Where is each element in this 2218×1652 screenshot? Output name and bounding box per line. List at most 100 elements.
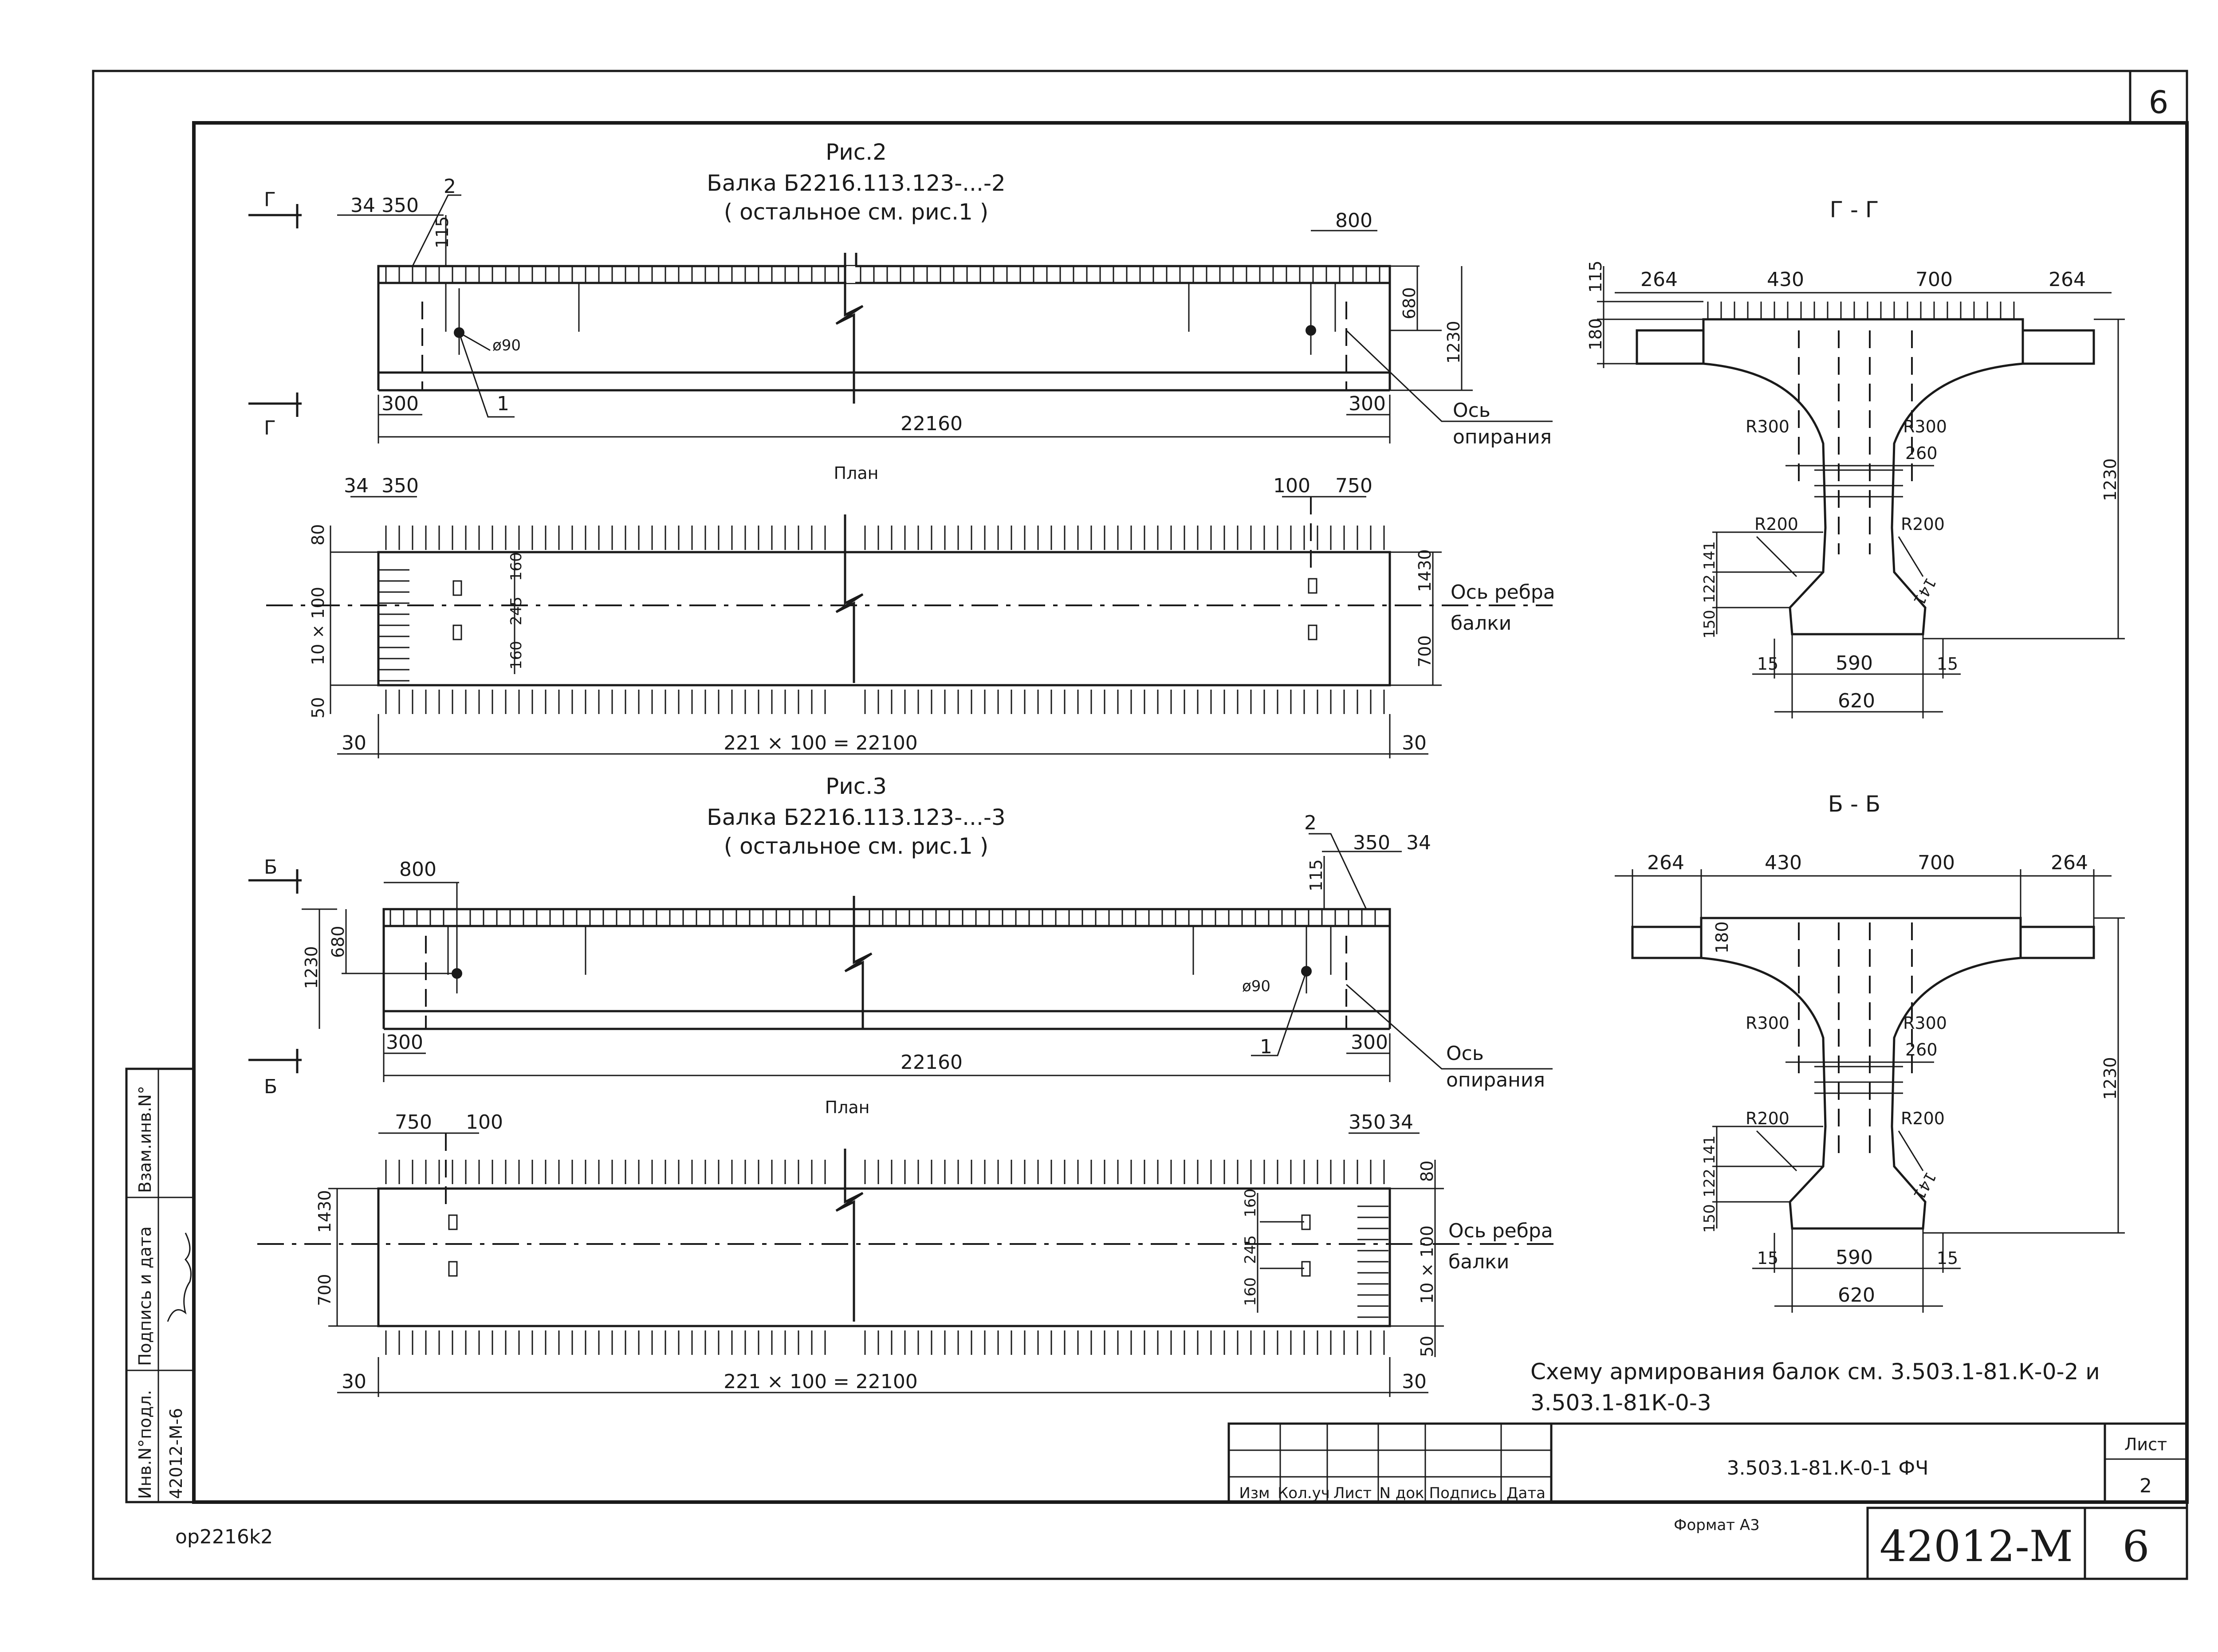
- plan2-hole-3: [1308, 578, 1317, 594]
- secbb-outline: [1700, 917, 2022, 1230]
- fig2-elevation: Рис.2 Балка Б2216.113.123-...-2 ( осталь…: [248, 139, 1553, 448]
- plan3-d34: 34: [1388, 1111, 1413, 1134]
- plan2-axis-l1: Ось ребра: [1451, 581, 1555, 604]
- plan2-d50: 50: [308, 697, 328, 718]
- plan2-d700: 700: [1415, 635, 1435, 667]
- corner-box: [2129, 70, 2188, 124]
- plan2-d30l: 30: [342, 732, 366, 754]
- fig2-d1230: 1230: [1444, 321, 1463, 364]
- plan2-d750: 750: [1335, 475, 1372, 497]
- plan3-d100: 100: [466, 1111, 503, 1134]
- secgg-w264l: 264: [1640, 268, 1678, 291]
- secbb-w620: 620: [1838, 1284, 1875, 1307]
- fig3-secmark-bottom: Б: [264, 1075, 277, 1098]
- plan3-d350: 350: [1349, 1111, 1386, 1134]
- fig3-d1230: 1230: [302, 946, 321, 989]
- plan2-top-studs: [385, 526, 1385, 550]
- plan3-d30r: 30: [1402, 1370, 1427, 1393]
- format-label: Формат А3: [1674, 1516, 1760, 1534]
- secgg-w264r: 264: [2049, 268, 2086, 291]
- big-code: 42012-М: [1880, 1522, 2073, 1571]
- fig3-d680: 680: [328, 926, 348, 958]
- secbb-h1230: 1230: [2100, 1057, 2120, 1100]
- plan2-d80: 80: [308, 524, 328, 545]
- fig3-axis-l2: опирания: [1446, 1069, 1545, 1091]
- plan3-d700: 700: [315, 1274, 334, 1306]
- sheet-label: Лист: [2124, 1435, 2167, 1454]
- replace-label: Взам.инв.N°: [135, 1086, 155, 1193]
- secbb-r200l: R200: [1746, 1109, 1789, 1128]
- fig2-title: Рис.2: [826, 139, 887, 165]
- fig3-d300r: 300: [1351, 1031, 1388, 1054]
- plan3-axis-l2: балки: [1448, 1251, 1509, 1273]
- secbb-w15r: 15: [1937, 1248, 1958, 1268]
- secbb-w15l: 15: [1757, 1248, 1778, 1268]
- inner-frame: [192, 121, 2189, 1504]
- plan2-bottom-studs: [385, 690, 1385, 714]
- section-bb: Б - Б 264 430 700 264 180 1230 R300 R300…: [1615, 791, 2125, 1313]
- secbb-h150: 150: [1701, 1204, 1719, 1233]
- plan3-d10x100: 10 × 100: [1417, 1225, 1437, 1304]
- fig2-d300l: 300: [381, 392, 419, 415]
- plan3-top-studs: [385, 1160, 1385, 1184]
- plan2-title: План: [834, 463, 879, 483]
- fig2-d115: 115: [433, 216, 452, 248]
- secgg-r300l: R300: [1746, 417, 1789, 436]
- plan3-d750: 750: [395, 1111, 432, 1134]
- fig2-d300r: 300: [1349, 392, 1386, 415]
- fig3-note: ( остальное см. рис.1 ): [724, 833, 988, 859]
- fig2-secmark-bottom: Г: [264, 417, 276, 439]
- big-sheet: 6: [2122, 1522, 2149, 1571]
- secgg-h115: 115: [1586, 260, 1605, 293]
- inv-value: 42012-М-6: [166, 1408, 186, 1499]
- fig2-d34: 34: [350, 194, 375, 217]
- fig2-hole-dia: ø90: [492, 337, 521, 354]
- col-list: Лист: [1333, 1484, 1372, 1502]
- fig3-subtitle: Балка Б2216.113.123-...-3: [707, 804, 1005, 830]
- plan2-d160b: 160: [507, 641, 525, 670]
- secgg-h150: 150: [1701, 610, 1719, 639]
- col-izm: Изм: [1239, 1484, 1270, 1502]
- fig3-d350: 350: [1353, 832, 1390, 854]
- secbb-h122: 122: [1701, 1169, 1719, 1197]
- plan3-d50: 50: [1417, 1336, 1437, 1357]
- fig2-d350: 350: [381, 194, 419, 217]
- fig3-title: Рис.3: [826, 773, 887, 799]
- plan3-span: 221 × 100 = 22100: [724, 1370, 918, 1393]
- secbb-h141: 141: [1701, 1135, 1719, 1164]
- secbb-w260: 260: [1905, 1040, 1938, 1059]
- fig3-secmark-top: Б: [264, 856, 277, 879]
- plan3-axis-l1: Ось ребра: [1448, 1220, 1553, 1242]
- fig2-pos2: 2: [444, 175, 456, 198]
- col-koluch: Кол.уч: [1278, 1484, 1330, 1502]
- outer-frame: [92, 70, 2188, 1580]
- sheet-number: 2: [2139, 1475, 2152, 1497]
- secbb-r300r: R300: [1903, 1013, 1947, 1033]
- plan3-d1430: 1430: [315, 1190, 334, 1233]
- secgg-w15l: 15: [1757, 654, 1778, 674]
- secgg-w260: 260: [1905, 443, 1938, 463]
- fig3-pos1: 1: [1260, 1036, 1272, 1058]
- fig3-flange-studs: [389, 909, 1376, 926]
- secgg-w620: 620: [1838, 690, 1875, 712]
- plan2-hole-4: [1308, 624, 1317, 640]
- fig2-d800: 800: [1335, 209, 1372, 232]
- fig2-axis-l1: Ось: [1453, 399, 1490, 422]
- plan2-d34: 34: [344, 475, 369, 497]
- footnote-line2: 3.503.1-81К-0-3: [1530, 1390, 1711, 1416]
- secgg-h141: 141: [1701, 541, 1719, 570]
- plan3-d160a: 160: [1242, 1189, 1259, 1217]
- secgg-h180: 180: [1586, 318, 1605, 350]
- secbb-r300l: R300: [1746, 1013, 1789, 1033]
- fig2-axis-l2: опирания: [1453, 426, 1552, 448]
- plan2-d100: 100: [1273, 475, 1310, 497]
- secgg-h1230: 1230: [2100, 458, 2120, 501]
- bottom-left-code: op2216k2: [175, 1526, 273, 1548]
- secbb-w264r: 264: [2051, 852, 2088, 874]
- secbb-w590: 590: [1836, 1246, 1873, 1269]
- secbb-s141: 141: [1910, 1169, 1939, 1203]
- fig3-d34: 34: [1406, 832, 1431, 854]
- secgg-outline: [1702, 318, 2024, 636]
- secbb-w430: 430: [1765, 852, 1802, 874]
- plan3-hole-1: [448, 1214, 458, 1230]
